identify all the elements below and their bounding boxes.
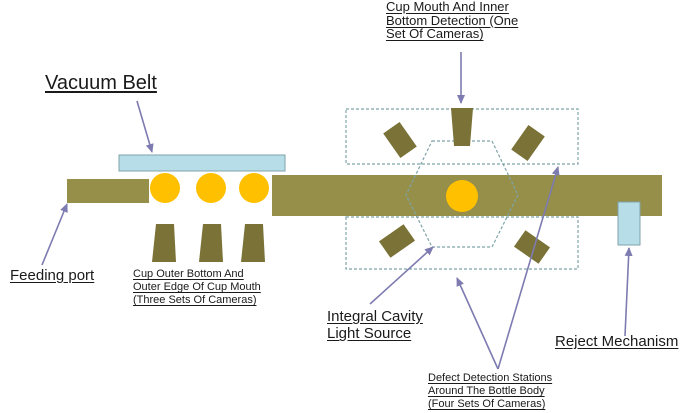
label-defect-detection: Defect Detection Stations Around The Bot… xyxy=(428,372,553,411)
arrow xyxy=(497,166,560,370)
label-vacuum-belt: Vacuum Belt xyxy=(45,72,157,94)
camera xyxy=(513,230,551,264)
camera xyxy=(378,224,416,258)
camera xyxy=(152,224,176,262)
cup xyxy=(150,173,180,203)
arrow xyxy=(624,247,633,337)
cup xyxy=(196,173,226,203)
arrow xyxy=(369,246,434,305)
camera xyxy=(511,124,545,162)
camera xyxy=(383,121,417,159)
label-integral-cavity: Integral Cavity Light Source xyxy=(327,308,423,343)
label-cup-outer: Cup Outer Bottom And Outer Edge Of Cup M… xyxy=(133,268,261,307)
label-reject-mechanism: Reject Mechanism xyxy=(555,333,679,350)
arrow xyxy=(136,100,154,153)
cup xyxy=(446,180,478,212)
camera xyxy=(241,224,265,262)
arrow xyxy=(41,203,68,266)
label-cup-mouth: Cup Mouth And Inner Bottom Detection (On… xyxy=(386,0,519,42)
camera xyxy=(451,108,473,146)
vacuum-belt xyxy=(118,154,286,172)
lower-station-frame xyxy=(345,216,579,270)
feeding-conveyor xyxy=(67,179,149,203)
reject-mechanism-box xyxy=(617,201,641,246)
camera xyxy=(199,224,223,262)
integral-cavity-hexagon xyxy=(405,140,519,248)
arrow xyxy=(456,277,499,370)
label-feeding-port: Feeding port xyxy=(10,267,95,284)
cup xyxy=(239,173,269,203)
